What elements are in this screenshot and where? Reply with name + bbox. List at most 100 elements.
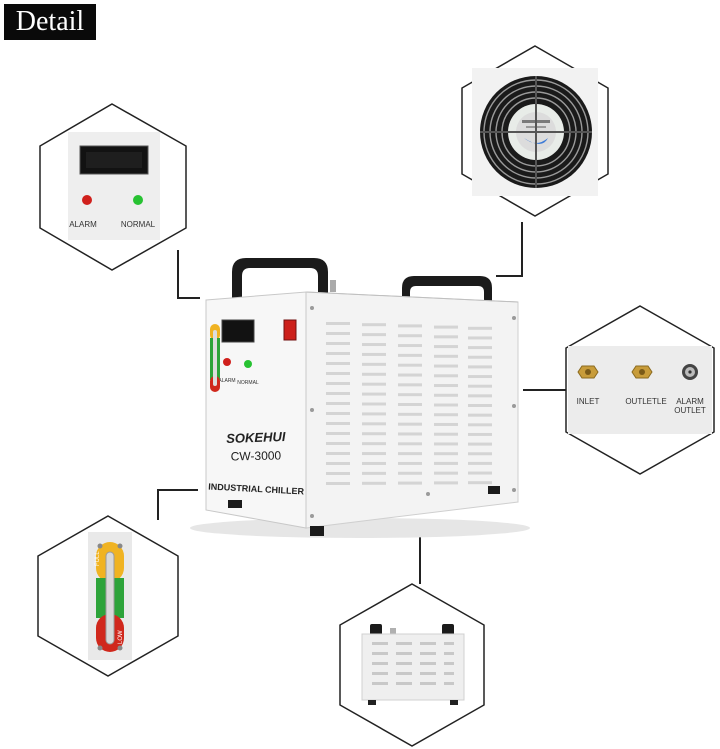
vent-slot: [326, 402, 350, 405]
vent-slot: [326, 442, 350, 445]
vent-slot: [434, 335, 458, 339]
connector-fan: [496, 222, 523, 277]
vent-slot: [398, 432, 422, 436]
main-alarm-label: ALARM: [218, 378, 235, 384]
vent-slot: [434, 393, 458, 397]
vent-slot: [398, 403, 422, 406]
hexagon-ports: INLET OUTLETLE ALARM OUTLET: [565, 305, 715, 475]
vent-slot: [468, 442, 492, 446]
vent-slot: [326, 412, 350, 415]
gauge-full-label: FULL: [95, 551, 101, 566]
vent-slot: [362, 382, 386, 386]
inlet-fitting-icon: [577, 365, 599, 379]
vent-slot: [326, 482, 350, 485]
connector-panel: [177, 250, 200, 299]
vent-slot: [362, 432, 386, 436]
vent-slot: [468, 413, 492, 417]
vent-slot: [434, 374, 458, 378]
vent-slot: [434, 461, 458, 465]
alarm-outlet-label-2: OUTLET: [674, 406, 706, 415]
vent-slot: [326, 342, 350, 345]
vent-slot: [468, 365, 492, 369]
main-normal-label: NORMAL: [237, 380, 259, 386]
hexagon-fan: [461, 45, 609, 217]
vent-slot: [434, 471, 458, 475]
vent-slot: [398, 344, 422, 348]
gauge-low-label: LOW: [118, 630, 124, 644]
alarm-outlet-connector-icon: [682, 364, 698, 380]
vent-slot: [468, 471, 492, 475]
vent-slot: [434, 481, 458, 485]
vent-slot: [362, 442, 386, 446]
vent-slot: [398, 393, 422, 397]
outlet-label: OUTLETLE: [625, 397, 666, 406]
vent-slot: [362, 452, 386, 456]
vent-slot: [362, 402, 386, 406]
vent-slot: [362, 343, 386, 347]
power-switch-icon: [283, 319, 297, 341]
main-display-screen: [221, 319, 255, 343]
alarm-label: ALARM: [69, 220, 97, 229]
vent-slot: [398, 422, 422, 426]
vent-slot: [434, 422, 458, 426]
hexagon-side-view: [339, 583, 485, 747]
hexagon-control-panel: ALARM NORMAL: [39, 103, 187, 271]
hexagon-level-gauge: FULL LOW: [37, 515, 179, 677]
alarm-outlet-label-1: ALARM: [676, 397, 704, 406]
vent-slot: [326, 432, 350, 435]
chiller-unit: ALARM NORMAL SOKEHUI CW-3000 INDUSTRIAL …: [190, 258, 530, 538]
vent-slot: [434, 345, 458, 349]
vent-slot: [468, 384, 492, 388]
connector-gauge: [157, 489, 198, 520]
inlet-label: INLET: [577, 397, 600, 406]
side-view-vents: [372, 642, 454, 685]
vent-slot: [398, 412, 422, 416]
vent-slot: [398, 452, 422, 456]
vent-slot: [434, 403, 458, 407]
vent-slot: [398, 461, 422, 465]
vent-slot: [326, 452, 350, 455]
vent-slot: [398, 324, 422, 328]
main-normal-led-icon: [244, 360, 252, 368]
model-name: CW-3000: [231, 449, 282, 464]
vent-slot: [468, 423, 492, 427]
vent-slot: [362, 412, 386, 416]
vent-slot: [362, 422, 386, 426]
vent-slot: [326, 462, 350, 465]
vent-slot: [468, 394, 492, 398]
vent-slot: [362, 333, 386, 337]
detail-title-text: Detail: [15, 6, 85, 37]
vent-slot: [326, 362, 350, 365]
vent-slot: [434, 364, 458, 368]
normal-led-icon: [133, 195, 143, 205]
vent-slot: [468, 432, 492, 436]
alarm-led-icon: [82, 195, 92, 205]
vent-slot: [468, 326, 492, 330]
vent-slot: [468, 346, 492, 350]
vent-slot: [362, 362, 386, 366]
brand-name: SOKEHUI: [226, 429, 286, 446]
vent-slot: [362, 372, 386, 376]
vent-slot: [398, 363, 422, 367]
vent-slot: [468, 481, 492, 485]
vent-slot: [398, 334, 422, 338]
vent-slot: [326, 382, 350, 385]
outlet-fitting-icon: [631, 365, 653, 379]
vent-slot: [326, 352, 350, 355]
vent-slot: [434, 354, 458, 358]
vent-slot: [434, 442, 458, 446]
side-vents: [326, 322, 492, 485]
vent-slot: [326, 392, 350, 395]
normal-label: NORMAL: [121, 220, 156, 229]
vent-slot: [362, 352, 386, 356]
vent-slot: [468, 336, 492, 340]
detail-title-badge: Detail: [4, 4, 96, 40]
vent-slot: [362, 461, 386, 465]
vent-slot: [398, 383, 422, 387]
vent-slot: [434, 413, 458, 417]
vent-slot: [398, 442, 422, 446]
vent-slot: [398, 481, 422, 485]
vent-slot: [468, 461, 492, 465]
vent-slot: [398, 353, 422, 357]
vent-slot: [362, 323, 386, 327]
